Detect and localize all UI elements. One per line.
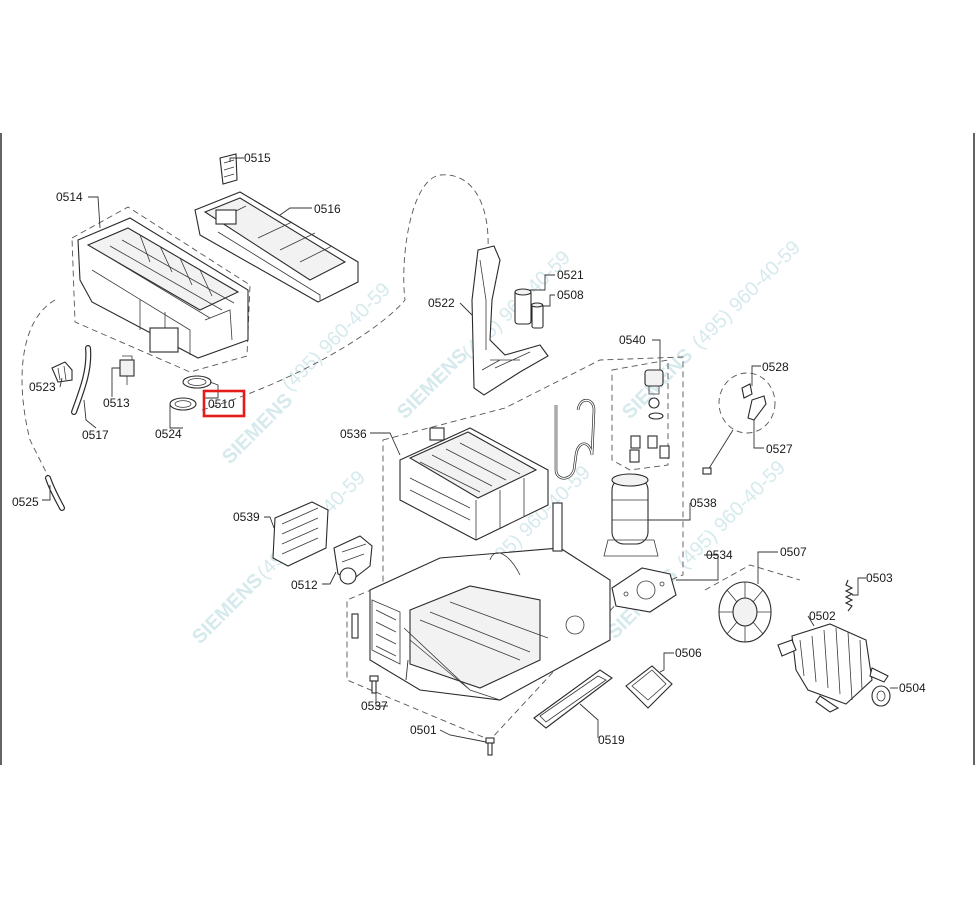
part-0501-base [351, 502, 611, 701]
label-0539: 0539 [233, 510, 260, 524]
label-0504: 0504 [899, 681, 926, 695]
part-0538-compressor [603, 473, 659, 557]
watermark-phone: (495) 960-40-59 [688, 237, 805, 354]
part-0524-seal [169, 397, 197, 411]
part-0521-capacitor [514, 288, 532, 325]
label-0506: 0506 [675, 646, 702, 660]
part-0534-mount-plate [611, 567, 677, 613]
part-0540-valve-set [629, 369, 670, 463]
part-0504-bushing [871, 685, 891, 707]
label-0501: 0501 [410, 723, 437, 737]
part-0513-valve [119, 355, 135, 385]
leader-lines [42, 157, 898, 743]
part-0516-housing [194, 191, 359, 303]
part-0537-screw [369, 675, 379, 694]
label-0519: 0519 [598, 733, 625, 747]
label-0513: 0513 [103, 396, 130, 410]
label-0527: 0527 [766, 442, 793, 456]
part-0519-gasket [533, 669, 613, 729]
part-0536-heat-exchanger [399, 427, 549, 541]
part-0507-fan-wheel [718, 581, 772, 643]
highlight-box [202, 389, 246, 418]
part-0508-capacitor [530, 302, 544, 329]
part-pipes [554, 398, 596, 480]
label-0537: 0537 [361, 699, 388, 713]
label-0524: 0524 [155, 427, 182, 441]
label-0508: 0508 [557, 288, 584, 302]
part-0506-filter [625, 665, 673, 709]
label-0540: 0540 [619, 333, 646, 347]
part-0502-motor [777, 623, 889, 713]
label-0516: 0516 [314, 202, 341, 216]
part-0514-housing [77, 217, 249, 359]
part-0525-hose [45, 475, 65, 511]
part-0517-hose [71, 345, 92, 415]
label-0528: 0528 [762, 360, 789, 374]
label-0522: 0522 [428, 296, 455, 310]
part-labels: 0515 0514 0516 0523 0513 0510 0517 0524 … [12, 151, 926, 747]
watermark-brand: SIEMENS [188, 569, 267, 648]
label-0510: 0510 [208, 397, 235, 411]
label-0517: 0517 [82, 428, 109, 442]
label-0536: 0536 [340, 427, 367, 441]
label-0525: 0525 [12, 495, 39, 509]
label-0523: 0523 [29, 380, 56, 394]
watermark-brand: SIEMENS [393, 344, 472, 423]
label-0502: 0502 [809, 609, 836, 623]
part-0523-bracket [51, 361, 73, 383]
label-0515: 0515 [244, 151, 271, 165]
part-0528-0527-sensor [702, 383, 767, 475]
label-0503: 0503 [866, 571, 893, 585]
label-0514: 0514 [56, 190, 83, 204]
part-0503-spring [844, 579, 854, 612]
label-0534: 0534 [706, 548, 733, 562]
label-0507: 0507 [780, 545, 807, 559]
part-0510-seal [182, 375, 212, 389]
watermark-phone: (495) 960-40-59 [278, 279, 395, 396]
label-0521: 0521 [557, 268, 584, 282]
label-0538: 0538 [690, 496, 717, 510]
part-0501-screw [485, 737, 495, 756]
part-0512-pump [333, 535, 373, 585]
part-0522-duct [471, 245, 549, 396]
part-0515-clip [219, 153, 238, 185]
part-0539-cover [272, 501, 329, 567]
label-0512: 0512 [291, 578, 318, 592]
